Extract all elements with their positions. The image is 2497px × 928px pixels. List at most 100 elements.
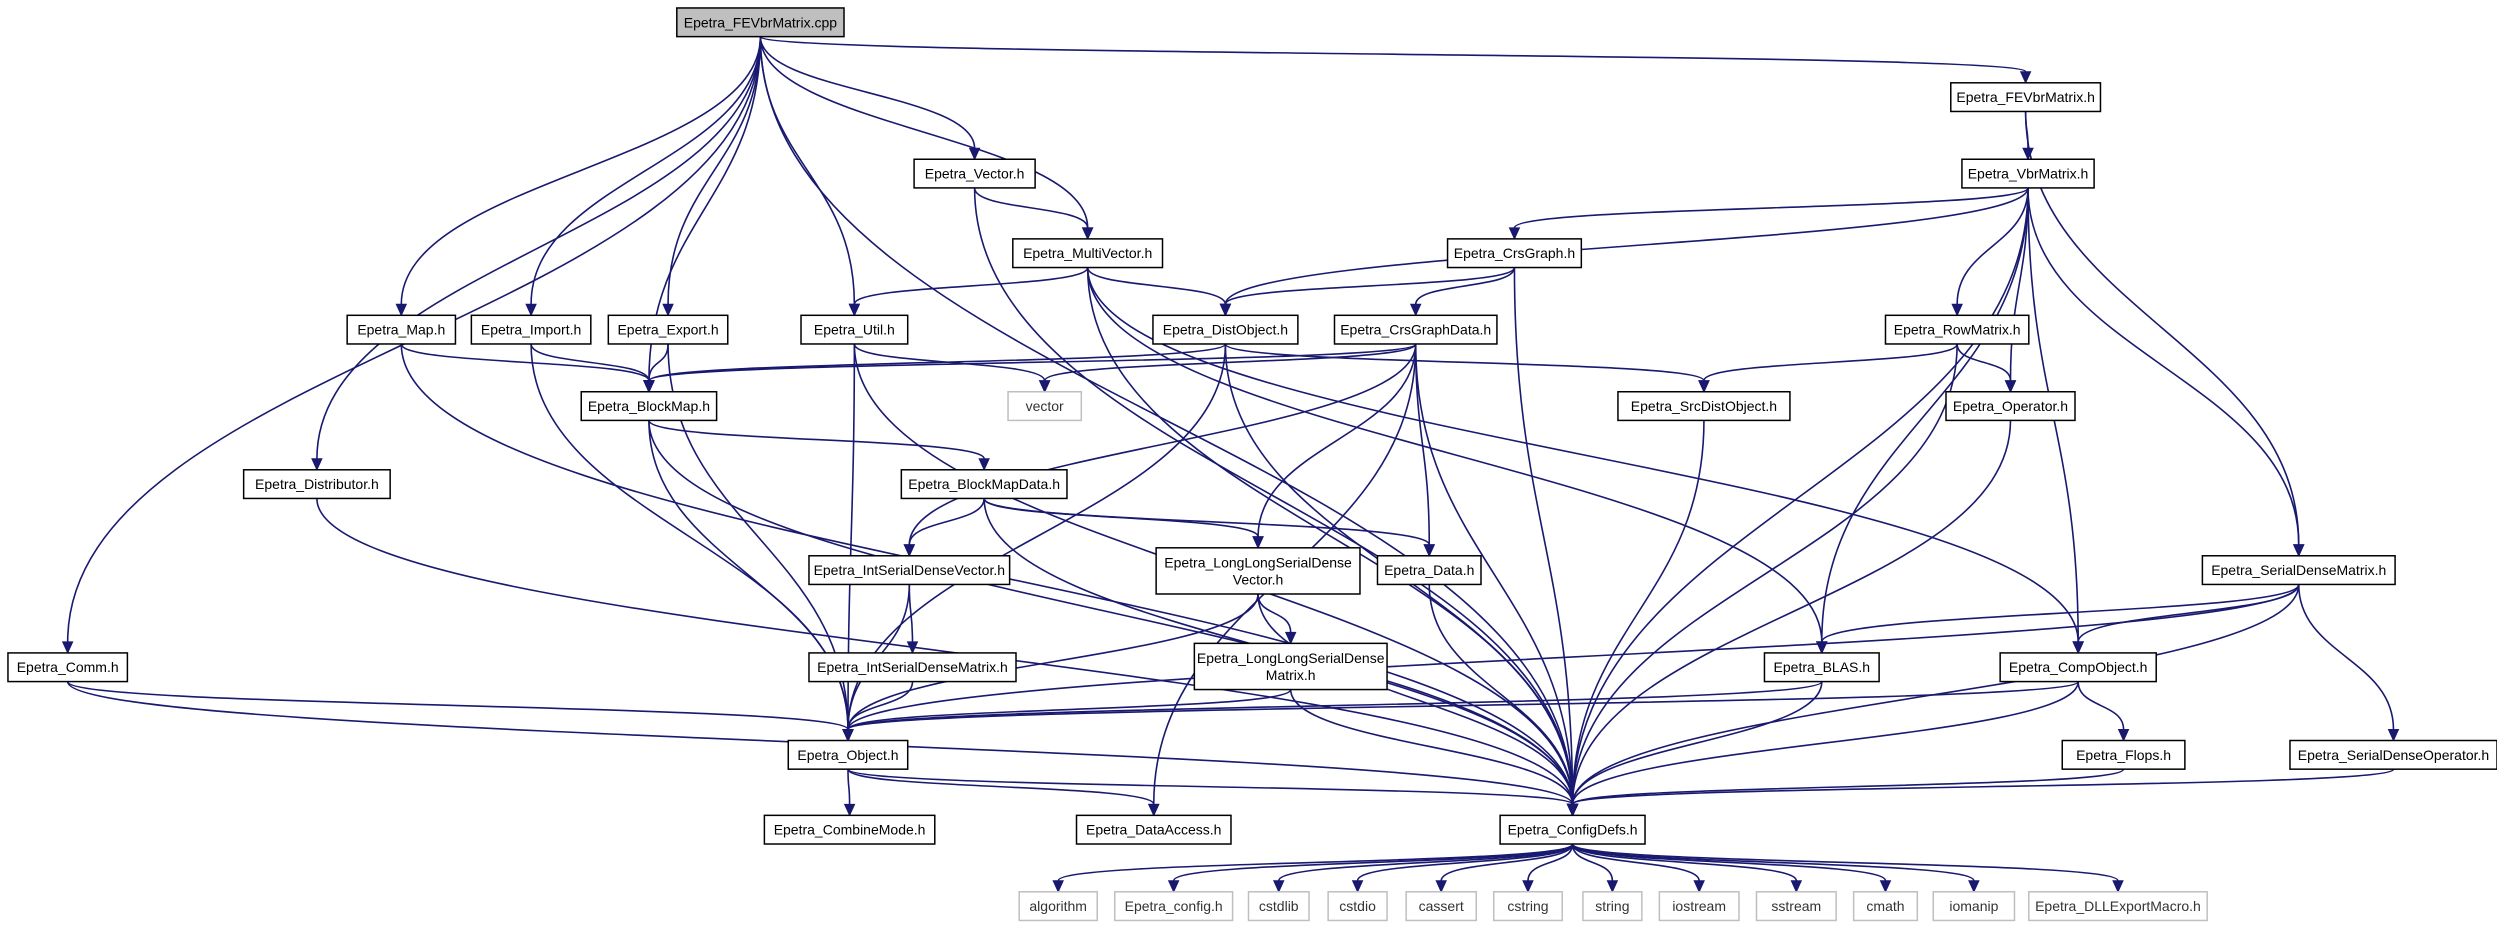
edge-fevbr_cpp-to-fevbr_h (759, 35, 2032, 85)
node-cassert: cassert (1405, 891, 1477, 922)
edge-sdm-to-compobject (2072, 584, 2300, 655)
node-label: string (1595, 898, 1629, 914)
node-label: Epetra_BLAS.h (1774, 659, 1871, 675)
node-label: Epetra_CompObject.h (2009, 659, 2148, 675)
node-epetra-serialdenseoperator-h[interactable]: Epetra_SerialDenseOperator.h (2289, 739, 2497, 770)
edge-multivector-to-distobject (1086, 267, 1232, 317)
node-label: Matrix.h (1266, 667, 1316, 683)
edge-configdefs-to-epetra_config (1167, 843, 1574, 893)
node-label: Epetra_Flops.h (2076, 747, 2171, 763)
edge-compobject-to-object (842, 680, 2079, 742)
edge-configdefs-to-string (1571, 843, 1619, 893)
node-label: Epetra_CrsGraph.h (1454, 245, 1575, 261)
node-string: string (1582, 891, 1643, 922)
node-epetra-export-h[interactable]: Epetra_Export.h (607, 314, 729, 345)
node-epetra-vbrmatrix-h[interactable]: Epetra_VbrMatrix.h (1961, 158, 2095, 189)
node-label: cstdio (1339, 898, 1376, 914)
edge-blas-to-object (842, 680, 1823, 742)
node-epetra-map-h[interactable]: Epetra_Map.h (346, 314, 457, 345)
node-label: Epetra_Util.h (814, 322, 895, 338)
node-epetra-blockmapdata-h[interactable]: Epetra_BlockMapData.h (900, 469, 1068, 500)
node-algorithm: algorithm (1018, 891, 1098, 922)
node-epetra-srcdistobject-h[interactable]: Epetra_SrcDistObject.h (1617, 390, 1791, 422)
node-iostream: iostream (1658, 891, 1740, 922)
edge-configdefs-to-cassert (1435, 843, 1574, 893)
node-epetra-crsgraph-h[interactable]: Epetra_CrsGraph.h (1446, 238, 1583, 269)
node-label: sstream (1771, 898, 1821, 914)
node-cmath: cmath (1852, 891, 1919, 922)
node-epetra-object-h[interactable]: Epetra_Object.h (787, 739, 909, 770)
edge-map-to-blockmap (400, 343, 655, 393)
node-epetra-fevbrmatrix-h[interactable]: Epetra_FEVbrMatrix.h (1950, 82, 2102, 113)
node-epetra-dllexportmacro-h: Epetra_DLLExportMacro.h (2028, 891, 2208, 922)
node-epetra-compobject-h[interactable]: Epetra_CompObject.h (1999, 652, 2157, 683)
node-label: Epetra_BlockMap.h (588, 398, 710, 414)
node-label: Epetra_DataAccess.h (1086, 822, 1221, 838)
node-epetra-rowmatrix-h[interactable]: Epetra_RowMatrix.h (1884, 314, 2030, 345)
node-cstring: cstring (1492, 891, 1563, 922)
node-epetra-comm-h[interactable]: Epetra_Comm.h (7, 652, 129, 683)
edge-configdefs-to-cmath (1571, 843, 1892, 893)
nodes: Epetra_FEVbrMatrix.cppEpetra_FEVbrMatrix… (7, 7, 2497, 922)
node-label: Epetra_SerialDenseOperator.h (2298, 747, 2489, 763)
edge-object-to-configdefs (847, 768, 1579, 817)
node-epetra-distobject-h[interactable]: Epetra_DistObject.h (1152, 314, 1299, 345)
node-epetra-vector-h[interactable]: Epetra_Vector.h (913, 158, 1036, 189)
node-label: Epetra_LongLongSerialDense (1197, 650, 1385, 666)
node-label: Epetra_ConfigDefs.h (1508, 822, 1638, 838)
edge-configdefs-to-algorithm (1052, 843, 1574, 893)
edge-flops-to-configdefs (1566, 768, 2125, 817)
edge-distobject-to-blockmap (643, 343, 1227, 393)
edge-comm-to-object (66, 680, 854, 742)
edge-fevbr_cpp-to-multivector (759, 36, 1094, 241)
node-epetra-import-h[interactable]: Epetra_Import.h (470, 314, 592, 345)
node-label: Epetra_BlockMapData.h (908, 476, 1060, 492)
node-epetra-util-h[interactable]: Epetra_Util.h (800, 314, 909, 345)
node-epetra-crsgraphdata-h[interactable]: Epetra_CrsGraphData.h (1333, 314, 1498, 345)
edge-configdefs-to-iostream (1571, 843, 1705, 893)
node-label: iostream (1672, 898, 1726, 914)
node-epetra-intserialdensematrix-h[interactable]: Epetra_IntSerialDenseMatrix.h (808, 652, 1017, 683)
node-label: Epetra_CrsGraphData.h (1340, 322, 1491, 338)
node-vector: vector (1007, 390, 1083, 422)
edge-blockmapdata-to-data (983, 497, 1436, 557)
edge-crsgraphdata-to-intsdv (903, 343, 1417, 557)
node-epetra-multivector-h[interactable]: Epetra_MultiVector.h (1012, 238, 1164, 269)
edge-vbrmatrix-to-distobject (1219, 187, 2029, 317)
node-label: cassert (1419, 898, 1464, 914)
node-epetra-config-h: Epetra_config.h (1113, 891, 1234, 922)
node-label: Epetra_SrcDistObject.h (1631, 398, 1777, 414)
edge-fevbr_cpp-to-vector_h (759, 36, 981, 161)
node-label: Epetra_Export.h (617, 322, 718, 338)
node-label: cstring (1507, 898, 1548, 914)
edge-util-to-std_vector (853, 343, 1051, 393)
node-epetra-flops-h[interactable]: Epetra_Flops.h (2061, 739, 2186, 770)
node-label: Epetra_Distributor.h (255, 476, 379, 492)
node-epetra-blockmap-h[interactable]: Epetra_BlockMap.h (580, 390, 718, 422)
edge-blockmapdata-to-intsdv (903, 498, 985, 557)
node-label: Epetra_FEVbrMatrix.cpp (684, 14, 837, 30)
edge-configdefs-to-cstdlib (1272, 843, 1574, 893)
node-epetra-data-h[interactable]: Epetra_Data.h (1376, 555, 1482, 586)
node-label: Epetra_VbrMatrix.h (1968, 166, 2089, 182)
edge-configdefs-to-sstream (1571, 843, 1803, 893)
node-epetra-dataaccess-h[interactable]: Epetra_DataAccess.h (1075, 814, 1232, 845)
node-label: Epetra_Vector.h (925, 166, 1025, 182)
node-epetra-configdefs-h[interactable]: Epetra_ConfigDefs.h (1499, 814, 1646, 845)
node-epetra-serialdensematrix-h[interactable]: Epetra_SerialDenseMatrix.h (2201, 555, 2396, 586)
node-epetra-operator-h[interactable]: Epetra_Operator.h (1945, 390, 2076, 422)
node-epetra-distributor-h[interactable]: Epetra_Distributor.h (242, 469, 391, 500)
node-label: Epetra_IntSerialDenseMatrix.h (817, 659, 1008, 675)
node-label: cstdlib (1259, 898, 1299, 914)
edge-fevbr_cpp-to-import (525, 36, 762, 317)
edge-fevbr_h-to-vbrmatrix (2022, 111, 2034, 161)
node-epetra-intserialdensevector-h[interactable]: Epetra_IntSerialDenseVector.h (808, 555, 1011, 586)
node-epetra-blas-h[interactable]: Epetra_BLAS.h (1763, 652, 1880, 683)
node-epetra-combinemode-h[interactable]: Epetra_CombineMode.h (763, 814, 936, 845)
edge-vbrmatrix-to-rowmatrix (1951, 187, 2029, 317)
node-label: iomanip (1949, 898, 1998, 914)
node-label: Epetra_SerialDenseMatrix.h (2211, 562, 2386, 578)
